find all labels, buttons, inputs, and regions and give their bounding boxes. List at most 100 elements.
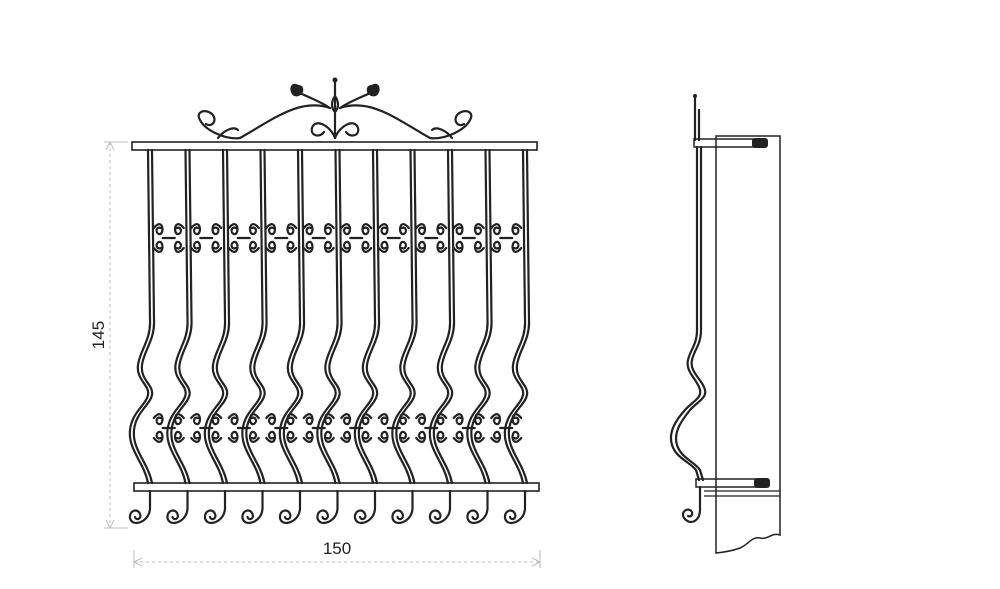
lower-scroll bbox=[361, 413, 373, 426]
crest-ornament bbox=[197, 77, 473, 140]
upper-scroll bbox=[190, 240, 202, 253]
lower-scroll bbox=[302, 413, 314, 426]
height-dimension-label: 145 bbox=[89, 321, 108, 349]
lower-scroll bbox=[265, 413, 277, 426]
lower-scroll bbox=[490, 413, 502, 426]
bottom-curl bbox=[391, 489, 414, 525]
lower-scroll bbox=[152, 430, 164, 443]
upper-scroll bbox=[511, 240, 523, 253]
vertical-bars bbox=[128, 148, 531, 485]
upper-scroll bbox=[511, 223, 523, 236]
lower-scroll bbox=[473, 413, 485, 426]
upper-scroll bbox=[248, 223, 260, 236]
upper-scroll bbox=[152, 240, 164, 253]
upper-scroll bbox=[323, 223, 335, 236]
side-view bbox=[669, 94, 781, 554]
wall-section bbox=[715, 135, 781, 554]
upper-scroll bbox=[286, 240, 298, 253]
lower-scroll bbox=[265, 430, 277, 443]
vertical-bar bbox=[282, 148, 306, 485]
bottom-curl bbox=[278, 489, 302, 525]
bottom-curl bbox=[428, 489, 452, 525]
upper-scroll bbox=[415, 240, 427, 253]
lower-scroll bbox=[190, 430, 202, 443]
upper-scroll bbox=[227, 240, 239, 253]
vertical-bar bbox=[278, 148, 302, 485]
upper-scroll bbox=[398, 223, 410, 236]
upper-scroll bbox=[377, 223, 389, 236]
lower-scroll bbox=[377, 430, 389, 443]
bottom-curl bbox=[166, 489, 189, 525]
lower-scroll bbox=[452, 430, 464, 443]
vertical-bar bbox=[428, 148, 452, 485]
bottom-curl bbox=[466, 489, 489, 525]
lower-scroll bbox=[173, 430, 185, 443]
side-finial bbox=[693, 94, 701, 142]
lower-scroll bbox=[248, 413, 260, 426]
lower-scroll bbox=[415, 413, 427, 426]
top-mounting-bracket bbox=[693, 138, 768, 148]
lower-scroll bbox=[152, 413, 164, 426]
upper-scroll bbox=[173, 240, 185, 253]
lower-scroll bbox=[377, 413, 389, 426]
upper-scroll bbox=[211, 223, 223, 236]
upper-scroll bbox=[265, 240, 277, 253]
upper-scroll bbox=[302, 240, 314, 253]
lower-scroll bbox=[511, 430, 523, 443]
bottom-curl bbox=[503, 489, 527, 525]
vertical-bar bbox=[470, 148, 493, 485]
upper-scroll bbox=[490, 240, 502, 253]
lower-scroll bbox=[415, 430, 427, 443]
lower-scroll-band bbox=[152, 413, 523, 443]
upper-scroll bbox=[436, 240, 448, 253]
upper-scroll bbox=[323, 240, 335, 253]
upper-scroll bbox=[490, 223, 502, 236]
vertical-bar bbox=[241, 148, 264, 485]
vertical-bar bbox=[316, 148, 339, 485]
top-rail bbox=[131, 141, 538, 151]
upper-scroll bbox=[265, 223, 277, 236]
lower-scroll bbox=[361, 430, 373, 443]
upper-scroll bbox=[248, 240, 260, 253]
lower-scroll bbox=[490, 430, 502, 443]
bottom-curl bbox=[241, 489, 264, 525]
upper-scroll bbox=[302, 223, 314, 236]
vertical-bar bbox=[503, 148, 527, 485]
upper-scroll bbox=[361, 240, 373, 253]
lower-scroll bbox=[511, 413, 523, 426]
lower-scroll bbox=[190, 413, 202, 426]
bottom-curl bbox=[353, 489, 377, 525]
lower-scroll bbox=[398, 413, 410, 426]
bottom-curl bbox=[128, 489, 152, 525]
lower-scroll bbox=[302, 430, 314, 443]
upper-scroll bbox=[211, 240, 223, 253]
vertical-bar bbox=[207, 148, 231, 485]
upper-scroll bbox=[340, 223, 352, 236]
front-view bbox=[128, 77, 540, 525]
lower-scroll bbox=[286, 430, 298, 443]
vertical-bar bbox=[432, 148, 456, 485]
lower-scroll bbox=[340, 430, 352, 443]
vertical-bar bbox=[203, 148, 227, 485]
upper-scroll bbox=[473, 223, 485, 236]
upper-scroll bbox=[377, 240, 389, 253]
upper-scroll bbox=[361, 223, 373, 236]
width-dimension-label: 150 bbox=[323, 539, 351, 558]
lower-scroll bbox=[227, 413, 239, 426]
lower-scroll bbox=[211, 413, 223, 426]
upper-scroll-band bbox=[152, 223, 523, 253]
upper-scroll bbox=[452, 240, 464, 253]
lower-scroll bbox=[173, 413, 185, 426]
upper-scroll bbox=[340, 240, 352, 253]
vertical-bar bbox=[170, 148, 193, 485]
upper-scroll bbox=[190, 223, 202, 236]
bottom-curls bbox=[128, 489, 527, 525]
side-bar-profile bbox=[669, 145, 707, 524]
vertical-bar bbox=[128, 148, 152, 485]
lower-scroll bbox=[211, 430, 223, 443]
width-dimension: 150 bbox=[132, 539, 542, 568]
height-dimension: 145 bbox=[89, 140, 128, 530]
upper-scroll bbox=[152, 223, 164, 236]
upper-scroll bbox=[227, 223, 239, 236]
